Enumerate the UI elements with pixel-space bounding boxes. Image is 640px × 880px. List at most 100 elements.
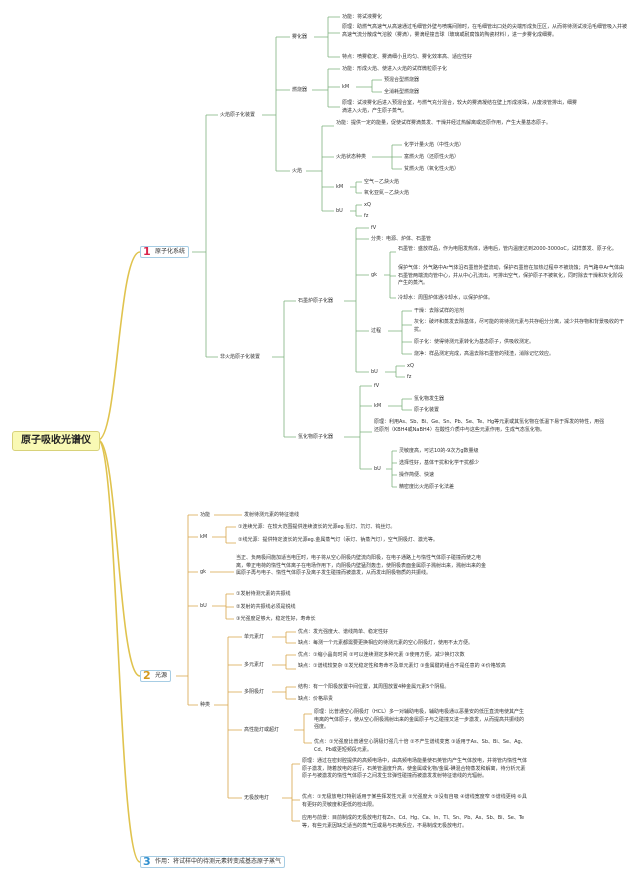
node-hydride-principle: 原理：利用As、Sb、Bi、Ge、Sn、Pb、Se、Te、Hg等元素或其氢化物在… [374, 419, 605, 433]
branch-label: 光源 [155, 672, 168, 679]
node-atomizer: 雾化器 [292, 34, 308, 40]
node-flame-state-1: 化学计量火焰（中性火焰） [404, 142, 465, 148]
root-to-branch-2 [97, 439, 141, 677]
node-hydride-fv: fV [374, 383, 380, 389]
graphite-bu-connector [385, 365, 405, 378]
node-graphite-cooling: 冷却水：周围炉体通冷却水，以保护炉体。 [398, 295, 494, 301]
node-graphite-atomize: 原子化：使得待测元素转化为基态原子，供吸收测定。 [414, 339, 535, 345]
node-hp-principle: 原理：比普通空心阴极灯（HCL）多一对辅助电极，辅助电极通以恶量安的低压直流电使… [314, 709, 525, 730]
node-multi-cathode-structure: 结构：有一个阳极放置中间位置，其周围放置4种金属元素5个阴极。 [298, 684, 450, 690]
graphite-gk-connector [384, 251, 396, 299]
hydride-km-connector [388, 398, 412, 411]
node-burner-premix: 预混合型燃烧器 [384, 77, 420, 83]
node-burner: 燃烧器 [292, 87, 308, 93]
node-hydride-bu-1: 灵敏度高，可达10的-9次方g数量级 [399, 448, 479, 454]
node-graphite-fv: fV [371, 225, 377, 231]
branch-label: 作用：将试样中的待测元素转变成基态原子蒸气 [155, 858, 282, 865]
graphite-connector [344, 227, 369, 373]
node-source-gk: gk [200, 569, 207, 575]
node-nonflame: 非火焰原子化装置 [220, 354, 261, 360]
node-source-function-value: 发射待测元素的特征谱线 [244, 512, 300, 518]
source-km-connector [212, 526, 236, 544]
flame-state-connector [372, 144, 402, 170]
node-graphite-furnace: 石墨炉原子化器 [298, 298, 334, 304]
node-graphite-bu: bU [371, 369, 378, 375]
node-source-bu-3: ③光强度足够大，稳定性好，寿命长 [236, 616, 316, 622]
flame-system-connector [262, 36, 290, 172]
node-graphite-bu-1: xQ [407, 363, 414, 369]
node-burner-principle: 原理：试液雾化后进入预混合室，与燃气充分混合，较大的雾滴凝结在壁上形成液珠，从废… [342, 100, 578, 114]
node-graphite-dry: 干燥：去除试样的溶剂 [414, 308, 465, 314]
flame-connector [306, 125, 334, 212]
atomizer-connector [314, 16, 340, 58]
node-hydride: 氢化物原子化器 [298, 434, 334, 440]
node-source-line: ②线光源：提供特定波长的光源eg.金属蒸气灯（汞灯、钠蒸汽灯），空气阴极灯、激光… [238, 537, 438, 543]
node-electrodeless-lamp: 无极放电灯 [244, 795, 270, 801]
node-atomizer-principle: 原理：助燃气高速气从高速通过毛细管外壁与喷嘴间隙时，在毛细管出口处的尖端形成负压… [342, 24, 628, 38]
branch-number: 3 [143, 855, 151, 868]
node-hydride-km: kM [374, 403, 382, 409]
hydride-bu-connector [386, 450, 397, 488]
node-burner-function: 功能：形成火焰、使进入火焰的试样微粒原子化 [342, 66, 448, 72]
node-graphite-process: 过程 [371, 328, 382, 334]
node-source-bu-2: ②发射的共振线必须是锐线 [236, 604, 296, 610]
node-source-principle: 当正、负两极间施加适当电压时，电子将从空心阴极内壁流向阳极，在电子通路上与惰性气… [236, 555, 487, 576]
node-graphite-ash: 灰化：破坏和蒸发去除基体，尽可能的将待测元素与共存组分分离，减少共存物和背景吸收… [414, 319, 625, 333]
node-graphite-gk: gk [371, 272, 378, 278]
node-single-element-lamp: 单元素灯 [244, 634, 265, 640]
node-hydride-km-2: 原子化装置 [414, 407, 440, 413]
node-hydride-bu-4: 精密度比火焰原子化法差 [399, 484, 455, 490]
node-multi-pro: 优点：①缩小晶向时间 ②可以连续测定多种元素 ③使用方便，减少换灯次数 [298, 652, 465, 658]
branch-number: 1 [143, 245, 151, 258]
burner-km-connector [356, 79, 382, 93]
node-source-bu: bU [200, 603, 207, 609]
hydride-connector [344, 385, 372, 470]
node-flame-bu-2: fz [364, 213, 369, 219]
node-source-function: 功能 [200, 512, 211, 518]
branch-1-connector [192, 114, 218, 358]
single-lamp-connector [272, 631, 296, 644]
node-multi-element-lamp: 多元素灯 [244, 662, 265, 668]
node-graphite-tube: 石墨管：盛放样品，作为电阻发热体，通电后，管内温度达到2000-3000oC，试… [398, 246, 617, 252]
burner-connector [312, 68, 340, 108]
node-flame-state-2: 富燃火焰（还原性火焰） [404, 154, 460, 160]
nonflame-connector [272, 300, 296, 438]
branch-atomization-system: 1 原子化系统 [140, 245, 190, 258]
root-topic: 原子吸收光谱仪 [12, 431, 100, 451]
node-source-bu-1: ①发射待测元素的共振线 [236, 591, 291, 597]
root-to-branch-1 [97, 251, 141, 441]
node-edl-pro: 优点：①无极放电灯特别适用于某些挥发性元素 ②光强度大 ③没有自吸 ④谱线宽度窄… [302, 794, 527, 808]
node-edl-principle: 原理：通过在密封腔提供的高频电场中，由高频电场能量使石英管内产生气体放电，并将管… [302, 758, 528, 779]
node-hydride-km-1: 氢化物发生器 [414, 396, 445, 402]
branch-light-source: 2 光源 [140, 669, 172, 682]
node-flame-bu: bU [336, 208, 343, 214]
node-multi-con: 缺点：①谱线较复杂 ②发光稳定性和寿命不及单元素灯 ③金属键的组合不是任意的 ④… [298, 663, 506, 669]
node-single-pro: 优点：发光强度大、谱线简单、稳定性好 [298, 629, 389, 635]
node-source-km: kM [200, 534, 208, 540]
node-source-continuous: ①连续光源：在较大范围提供连续波长的光源eg.氢灯、氘灯、钨丝灯。 [238, 524, 396, 530]
flame-bu-connector [350, 204, 362, 217]
node-burner-km: kM [342, 84, 350, 90]
node-multi-cathode-lamp: 多阴极灯 [244, 689, 265, 695]
node-flame-km-2: 氧化亚氮－乙炔火焰 [364, 190, 410, 196]
multi-cathode-connector [272, 686, 296, 700]
source-types-connector [214, 636, 242, 799]
node-atomizer-function: 功能：将试液雾化 [342, 14, 383, 20]
node-edl-application: 应用与前景：目前制成的无极放电灯有Zn、Cd、Hg、Ca、In、Tl、Sn、Pb… [302, 815, 525, 829]
branch-number: 2 [143, 669, 151, 682]
node-flame-km: kM [336, 184, 344, 190]
node-flame-atomizer: 火焰原子化装置 [220, 112, 256, 118]
node-high-performance-lamp: 高性能灯或超灯 [244, 727, 280, 733]
node-source-types: 种类 [200, 702, 211, 708]
source-bu-connector [212, 593, 234, 620]
node-hydride-bu-2: 选择性好，基体干扰和化学干扰都少 [399, 460, 480, 466]
node-flame-state: 火焰状态种类 [336, 154, 367, 160]
branch-label: 原子化系统 [155, 248, 186, 255]
node-flame: 火焰 [292, 168, 303, 174]
flame-km-connector [350, 181, 362, 194]
node-burner-total: 全消耗型燃烧器 [384, 89, 420, 95]
node-flame-function: 功能：提供一定的能量，促使试样雾滴蒸发、干燥并经过热解离或还原作用，产生大量基态… [336, 120, 552, 126]
branch-function: 3 作用：将试样中的待测元素转变成基态原子蒸气 [140, 855, 286, 868]
node-flame-km-1: 空气－乙炔火焰 [364, 179, 400, 185]
